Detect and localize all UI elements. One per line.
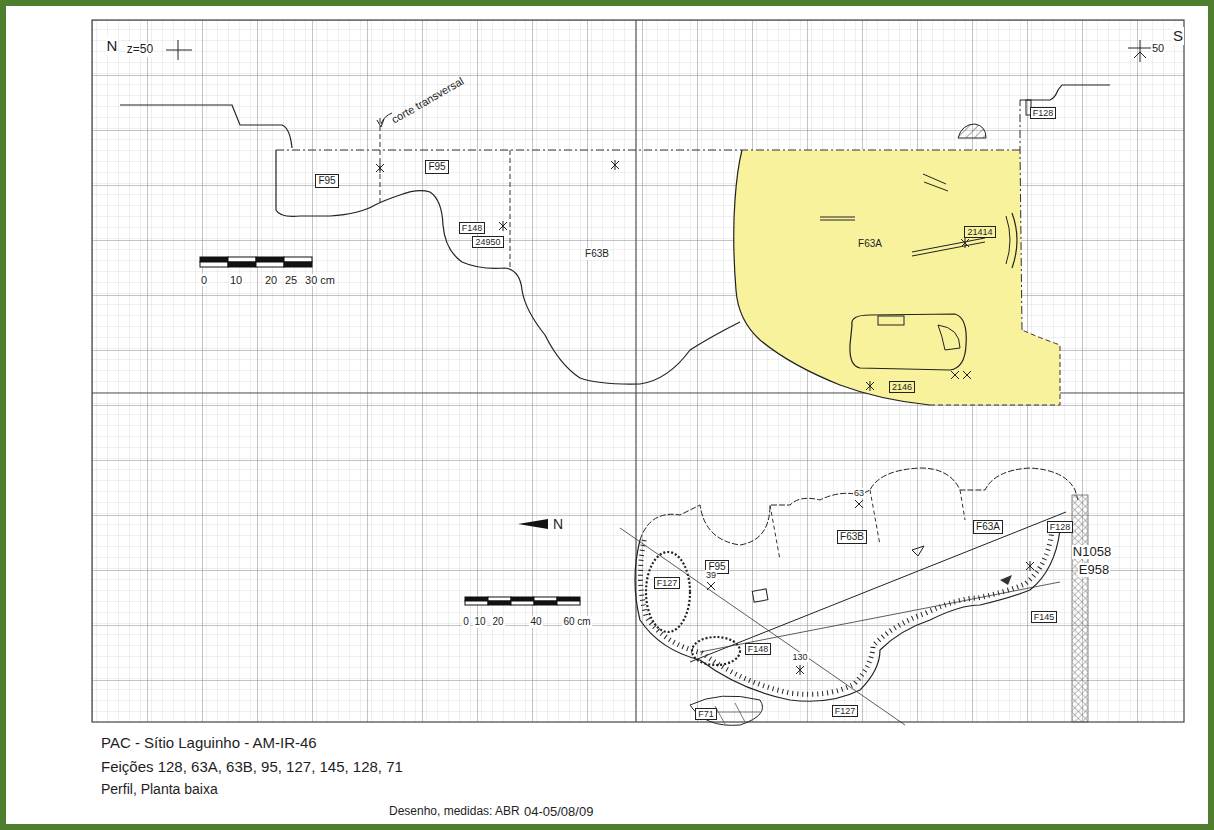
- feature-tag: F95: [425, 160, 448, 174]
- feature-tag: 21414: [964, 226, 995, 238]
- drawing-label: 20: [491, 616, 504, 628]
- drawing-label: 0: [462, 616, 470, 628]
- feature-tag: F145: [1031, 611, 1058, 623]
- drawing-label: z=50: [126, 43, 154, 57]
- feature-tag: F63B: [837, 530, 867, 544]
- drawing-label: 0: [200, 274, 208, 287]
- site-title: PAC - Sítio Laguinho - AM-IR-46: [100, 734, 318, 751]
- sheet-note: Desenho, medidas: ABR: [388, 805, 521, 819]
- feature-tag: F128: [1030, 107, 1057, 119]
- feature-number: F127: [657, 578, 678, 588]
- feature-number: F63A: [976, 521, 1000, 533]
- feature-number: F63B: [840, 531, 864, 543]
- feature-tag: F95: [315, 174, 338, 188]
- drawing-label: 39: [705, 570, 717, 580]
- drawing-label: 130: [791, 652, 808, 662]
- drawing-label: F63B: [584, 248, 610, 260]
- feature-tag: F71: [695, 708, 717, 720]
- sheet-note: 04-05/08/09: [523, 805, 594, 820]
- drawing-label: 10: [229, 274, 243, 287]
- feature-tag: F127: [832, 705, 859, 717]
- drawing-label: 40: [529, 616, 542, 628]
- feature-number: 2146: [892, 382, 912, 392]
- drawing-label: S: [1172, 27, 1184, 44]
- feature-tag: 24950: [472, 236, 503, 248]
- drawing-label: F63A: [857, 238, 883, 250]
- feature-tag: F148: [459, 222, 486, 234]
- feature-tag: F63A: [973, 520, 1003, 534]
- feature-number: F95: [318, 175, 335, 187]
- feature-number: F148: [748, 644, 769, 654]
- feature-number: 21414: [967, 227, 992, 237]
- drawing-label: 10: [473, 616, 486, 628]
- feature-number: F145: [1034, 612, 1055, 622]
- drawing-label: 25: [284, 274, 298, 287]
- feature-tag: F127: [654, 577, 681, 589]
- feature-number: F71: [698, 709, 714, 719]
- feature-number: F148: [462, 223, 483, 233]
- drawing-label: N: [106, 37, 119, 54]
- feature-tag: F128: [1047, 521, 1074, 533]
- drawing-label: E958: [1078, 563, 1110, 578]
- feature-number: F128: [1033, 108, 1054, 118]
- drawing-label: 30 cm: [304, 274, 336, 287]
- feature-number: F127: [835, 706, 856, 716]
- sheet-note: Perfil, Planta baixa: [100, 781, 219, 797]
- drawing-label: 63: [853, 488, 865, 498]
- feature-number: F95: [428, 161, 445, 173]
- drawing-label: 60 cm: [562, 616, 591, 628]
- feature-tag: 2146: [889, 381, 915, 393]
- feature-number: F128: [1050, 522, 1071, 532]
- feature-tag: F148: [745, 643, 772, 655]
- drawing-label: 50: [1151, 42, 1165, 55]
- drawing-label: N: [552, 516, 564, 532]
- feature-number: 24950: [475, 237, 500, 247]
- drawing-label: 20: [264, 274, 278, 287]
- drawing-label: N1058: [1072, 545, 1112, 560]
- sheet-note: Feições 128, 63A, 63B, 95, 127, 145, 128…: [100, 758, 404, 775]
